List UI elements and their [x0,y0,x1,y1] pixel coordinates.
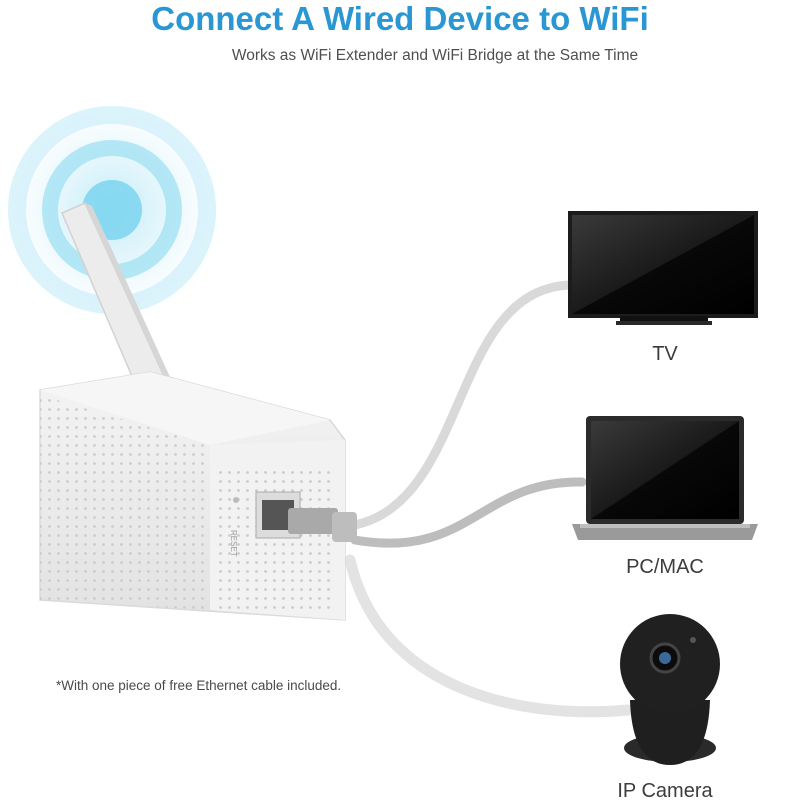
ip-camera-icon [620,614,720,765]
laptop-icon [572,416,758,540]
page-title: Connect A Wired Device to WiFi [151,0,649,37]
tv-icon [568,211,758,325]
device-label-pc: PC/MAC [626,556,704,578]
footnote: *With one piece of free Ethernet cable i… [56,678,342,693]
router-device: RESET [39,371,357,621]
page-subtitle: Works as WiFi Extender and WiFi Bridge a… [231,47,639,64]
reset-label: RESET [229,530,238,557]
device-label-tv: TV [652,343,678,365]
ethernet-cables [344,280,634,718]
device-label-camera: IP Camera [617,780,713,802]
